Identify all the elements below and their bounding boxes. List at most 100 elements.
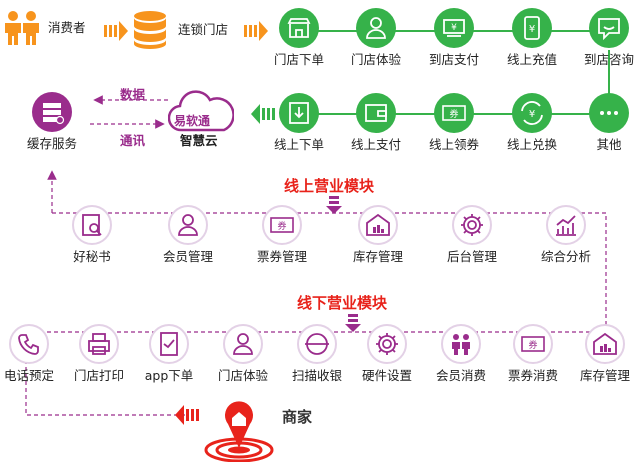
- offline-node-coupon: 券 票券消费: [502, 324, 564, 383]
- offline-node-print: 门店打印: [68, 324, 130, 383]
- consumer-node: 消费者: [2, 10, 86, 46]
- user-icon: [356, 8, 396, 48]
- offline-node-hardware: 硬件设置: [356, 324, 418, 383]
- node-label: 线上支付: [350, 137, 401, 152]
- server-icon: [32, 92, 72, 132]
- cloud-icon: [167, 90, 235, 132]
- node-label: 到店支付: [428, 52, 479, 67]
- smart-cloud: [167, 88, 235, 138]
- cache-service-label: 缓存服务: [26, 136, 77, 151]
- svg-text:券: 券: [528, 339, 537, 351]
- svg-text:券: 券: [449, 108, 458, 120]
- svg-text:券: 券: [277, 220, 286, 232]
- comm-label: 通讯: [120, 133, 146, 148]
- user-icon: [168, 205, 208, 245]
- node-label: 到店咨询: [583, 52, 634, 67]
- phone-icon: [9, 324, 49, 364]
- node-label: 门店下单: [273, 52, 324, 67]
- cloud-brand: 易软通: [174, 114, 211, 128]
- offline-node-phone: 电话预定: [0, 324, 60, 383]
- search-doc-icon: [72, 205, 112, 245]
- people-icon: [441, 324, 481, 364]
- offline-node-app: app下单: [138, 324, 200, 383]
- gear-icon: [367, 324, 407, 364]
- coupon-icon: 券: [262, 205, 302, 245]
- online-node-analysis: 综合分析: [534, 205, 598, 264]
- offline-section-title: 线下营业模块: [297, 294, 388, 312]
- node-label: 会员管理: [162, 249, 213, 264]
- node-label: 扫描收银: [291, 368, 342, 383]
- printer-icon: [79, 324, 119, 364]
- offline-node-experience: 门店体验: [212, 324, 274, 383]
- location-pin-icon: [204, 401, 274, 463]
- database-icon: [134, 11, 166, 49]
- online-node-coupon: 券 票券管理: [250, 205, 314, 264]
- warehouse-icon: [585, 324, 625, 364]
- svg-text:¥: ¥: [529, 109, 535, 120]
- coupon-icon: 券: [513, 324, 553, 364]
- node-label: 门店打印: [73, 368, 124, 383]
- gear-icon: [452, 205, 492, 245]
- node-store-experience: 门店体验: [342, 8, 410, 67]
- exchange-yuan-icon: ¥: [512, 93, 552, 133]
- online-section-title: 线上营业模块: [284, 177, 375, 195]
- node-label: 其他: [596, 137, 622, 152]
- svg-text:¥: ¥: [451, 23, 457, 33]
- node-online-recharge: ¥ 线上充值: [498, 8, 566, 67]
- offline-node-inventory: 库存管理: [574, 324, 636, 383]
- tablet-icon: [149, 324, 189, 364]
- consumer-label: 消费者: [48, 20, 86, 35]
- node-label: 电话预定: [3, 368, 54, 383]
- chat-icon: [589, 8, 629, 48]
- node-label: 票券消费: [507, 368, 558, 383]
- chart-icon: [546, 205, 586, 245]
- node-other: 其他: [575, 93, 640, 152]
- phone-yuan-icon: ¥: [512, 8, 552, 48]
- node-label: 库存管理: [579, 368, 630, 383]
- wallet-icon: [356, 93, 396, 133]
- node-label: 好秘书: [73, 249, 111, 264]
- user-icon: [223, 324, 263, 364]
- node-label: 线上领券: [428, 137, 479, 152]
- offline-node-member: 会员消费: [430, 324, 492, 383]
- node-label: 线上兑换: [506, 137, 557, 152]
- node-label: 库存管理: [352, 249, 403, 264]
- svg-text:¥: ¥: [529, 24, 535, 35]
- node-label: 综合分析: [540, 249, 591, 264]
- chain-store-label: 连锁门店: [178, 22, 229, 37]
- scan-icon: [297, 324, 337, 364]
- coupon-icon: 券: [434, 93, 474, 133]
- online-node-member: 会员管理: [156, 205, 220, 264]
- node-label: 硬件设置: [361, 368, 412, 383]
- online-node-admin: 后台管理: [440, 205, 504, 264]
- node-label: 门店体验: [217, 368, 268, 383]
- node-store-order: 门店下单: [265, 8, 333, 67]
- chain-store-node: 连锁门店: [132, 10, 228, 50]
- node-label: 线上下单: [273, 137, 324, 152]
- node-online-order: 线上下单: [265, 93, 333, 152]
- people-icon: [5, 11, 39, 45]
- node-label: 线上充值: [506, 52, 557, 67]
- online-node-inventory: 库存管理: [346, 205, 410, 264]
- node-label: app下单: [144, 368, 194, 383]
- node-online-exchange: ¥ 线上兑换: [498, 93, 566, 152]
- merchant-label: 商家: [282, 408, 313, 426]
- data-label: 数据: [120, 87, 146, 102]
- node-label: 会员消费: [435, 368, 486, 383]
- warehouse-icon: [358, 205, 398, 245]
- cash-icon: ¥: [434, 8, 474, 48]
- cloud-label: 智慧云: [180, 133, 218, 148]
- online-node-secretary: 好秘书: [60, 205, 124, 264]
- node-online-coupon: 券 线上领券: [420, 93, 488, 152]
- offline-node-scan: 扫描收银: [286, 324, 348, 383]
- node-store-pay: ¥ 到店支付: [420, 8, 488, 67]
- node-label: 门店体验: [350, 52, 401, 67]
- node-label: 票券管理: [256, 249, 307, 264]
- merchant-node: [204, 398, 274, 466]
- node-online-pay: 线上支付: [342, 93, 410, 152]
- download-icon: [279, 93, 319, 133]
- storefront-icon: [279, 8, 319, 48]
- more-icon: [589, 93, 629, 133]
- cache-service-node: 缓存服务: [20, 92, 84, 151]
